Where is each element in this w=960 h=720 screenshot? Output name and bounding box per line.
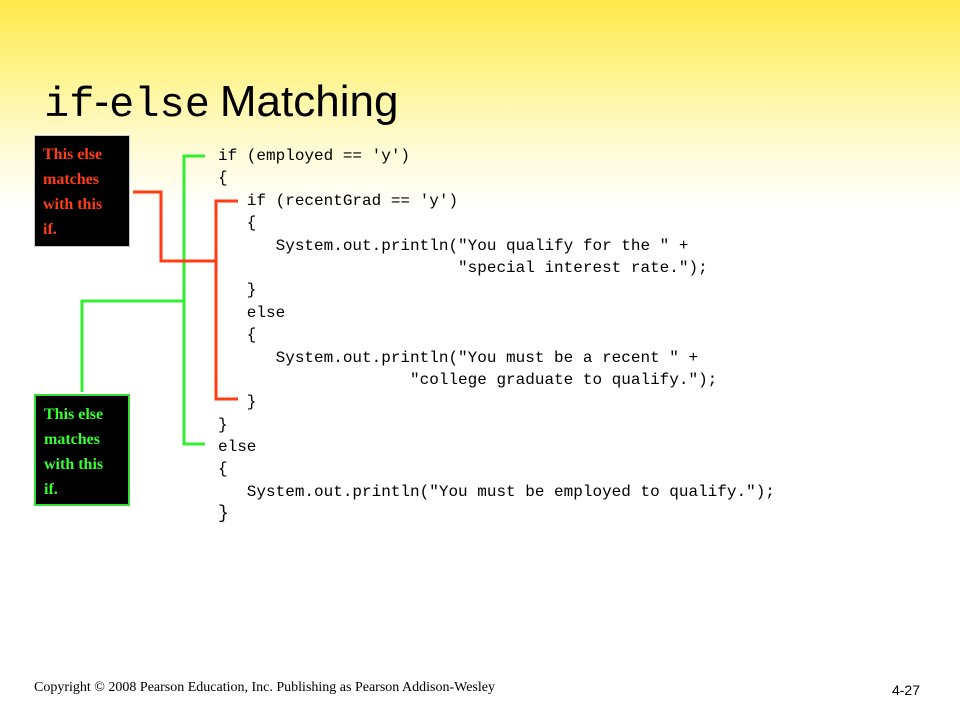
code-line: {: [218, 460, 228, 479]
red-bracket: [133, 190, 238, 401]
title-keyword-if: if: [44, 81, 95, 129]
code-line: "college graduate to qualify.");: [218, 370, 718, 389]
slide-number: 4-27: [891, 682, 920, 698]
code-line: System.out.println("You must be a recent…: [218, 348, 699, 367]
code-line: }: [218, 415, 228, 434]
code-line: }: [218, 281, 257, 300]
title-dash: -: [94, 77, 110, 126]
code-line: }: [218, 393, 257, 412]
code-block: if (employed == 'y') { if (recentGrad == …: [218, 145, 775, 526]
code-line: if (recentGrad == 'y'): [218, 191, 459, 210]
code-line: {: [218, 169, 228, 188]
code-line: }: [218, 504, 229, 525]
green-connector-line: [80, 299, 184, 392]
code-line: {: [218, 326, 257, 345]
title-keyword-else: else: [109, 81, 210, 129]
callout-outer-else: This else matches with this if.: [34, 394, 130, 506]
green-bracket-lines: [182, 154, 205, 446]
header-gradient-band: [0, 0, 960, 210]
copyright-text: Copyright © 2008 Pearson Education, Inc.…: [34, 680, 495, 695]
code-line: else: [218, 303, 286, 322]
code-line: if (employed == 'y'): [218, 147, 411, 165]
red-connector-line: [133, 190, 216, 263]
code-line: else: [218, 438, 257, 457]
red-bracket-lines: [214, 199, 238, 401]
code-line: System.out.println("You qualify for the …: [218, 236, 689, 255]
code-line: {: [218, 214, 257, 233]
callout-inner-else: This else matches with this if.: [34, 135, 130, 247]
green-bracket: [80, 154, 205, 446]
code-line: "special interest rate.");: [218, 258, 708, 277]
code-line: System.out.println("You must be employed…: [218, 482, 775, 501]
title-word: Matching: [219, 77, 399, 126]
